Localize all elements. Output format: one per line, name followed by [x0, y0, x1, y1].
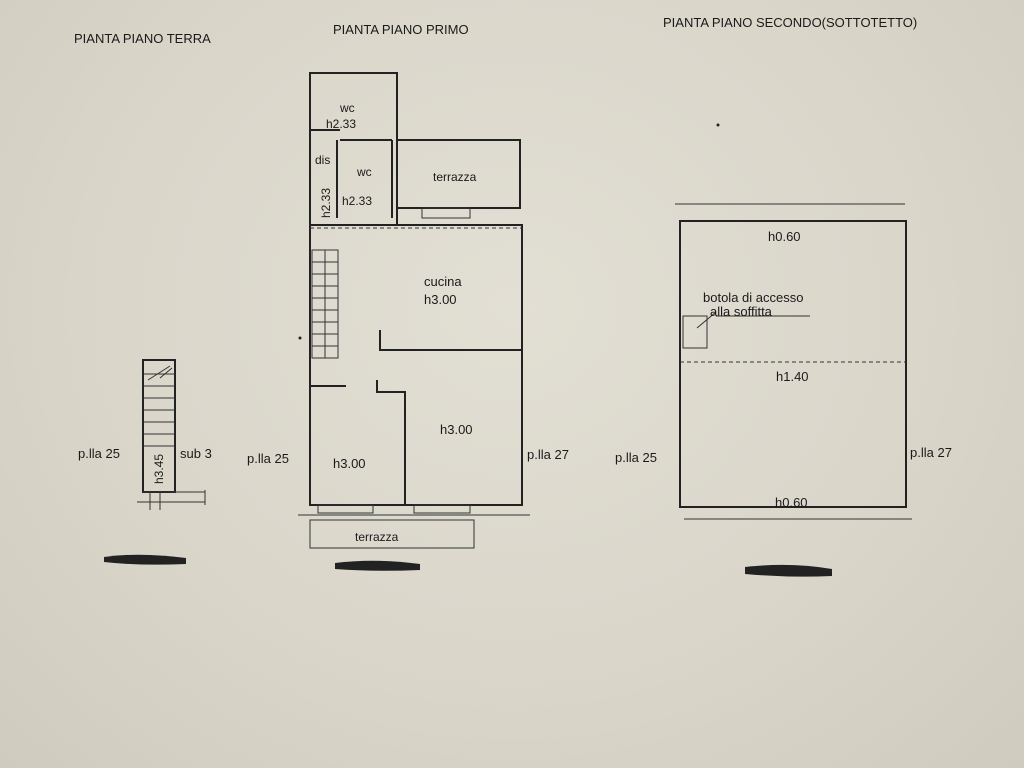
wc-top-height: h2.33 — [326, 117, 356, 131]
attic-h-bottom: h0.60 — [775, 495, 808, 510]
attic-outline — [679, 220, 907, 508]
botola-label-2: alla soffitta — [710, 304, 773, 319]
wc-mid-label: wc — [356, 165, 372, 179]
terrazza-bottom — [309, 519, 475, 549]
terrazza-bottom-label: terrazza — [355, 530, 399, 544]
first-floor-plan: wc h2.33 dis h2.33 wc h2.33 terrazza cuc… — [247, 72, 569, 571]
terrazza-top-label: terrazza — [433, 170, 477, 184]
second-right-parcel: p.lla 27 — [910, 445, 952, 460]
title-first-floor: PIANTA PIANO PRIMO — [333, 22, 469, 37]
speck — [298, 336, 302, 340]
wc-top-label: wc — [339, 101, 355, 115]
redacted-street-second — [745, 564, 832, 577]
ground-left-parcel: p.lla 25 — [78, 446, 120, 461]
second-floor-plan: h0.60 botola di accesso alla soffitta h1… — [615, 203, 952, 577]
redacted-street-first — [335, 560, 420, 571]
ground-height-label: h3.45 — [152, 454, 166, 484]
first-left-parcel: p.lla 25 — [247, 451, 289, 466]
dis-label: dis — [315, 153, 330, 167]
wc-mid-height: h2.33 — [342, 194, 372, 208]
first-right-parcel: p.lla 27 — [527, 447, 569, 462]
redacted-street-ground — [104, 554, 186, 565]
attic-h-mid: h1.40 — [776, 369, 809, 384]
title-second-floor: PIANTA PIANO SECONDO(SOTTOTETTO) — [663, 15, 917, 30]
room-right-height: h3.00 — [440, 422, 473, 437]
attic-h-top: h0.60 — [768, 229, 801, 244]
cucina-height: h3.00 — [424, 292, 457, 307]
botola-label-1: botola di accesso — [703, 290, 803, 305]
cucina-wall — [379, 330, 522, 351]
ground-sub-label: sub 3 — [180, 446, 212, 461]
speck — [716, 123, 720, 127]
inner-wall — [376, 380, 406, 505]
room-left-height: h3.00 — [333, 456, 366, 471]
second-left-parcel: p.lla 25 — [615, 450, 657, 465]
first-main-block — [309, 224, 523, 506]
dis-height: h2.33 — [319, 188, 333, 218]
botola-hatch — [682, 315, 708, 349]
title-ground-floor: PIANTA PIANO TERRA — [74, 31, 211, 46]
cucina-label: cucina — [424, 274, 462, 289]
ground-floor-plan: h3.45 p.lla 25 sub 3 — [78, 359, 212, 565]
